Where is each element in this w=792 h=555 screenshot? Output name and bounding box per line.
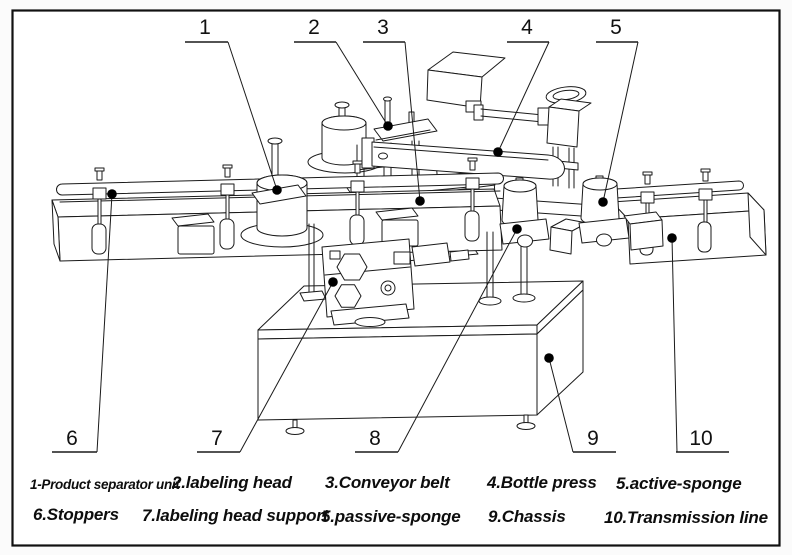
callout-dot-6 bbox=[107, 189, 117, 199]
callout-dot-9 bbox=[544, 353, 554, 363]
callout-number-7: 7 bbox=[211, 427, 223, 450]
callout-dot-3 bbox=[415, 196, 425, 206]
callout-number-2: 2 bbox=[308, 16, 320, 39]
callout-number-1: 1 bbox=[199, 16, 211, 39]
legend-item-chassis: 9.Chassis bbox=[488, 507, 566, 526]
labeling-head-support bbox=[299, 223, 470, 327]
callout-dot-7 bbox=[328, 277, 338, 287]
callout-dot-4 bbox=[493, 147, 503, 157]
callout-dot-5 bbox=[598, 197, 608, 207]
callout-number-3: 3 bbox=[377, 16, 389, 39]
legend-item-conveyor-belt: 3.Conveyor belt bbox=[325, 473, 450, 492]
callout-dot-1 bbox=[272, 185, 282, 195]
leader-lines bbox=[96, 41, 678, 453]
callout-underlines bbox=[52, 41, 729, 453]
labeling-head-roll-lower bbox=[240, 137, 324, 248]
sensor-box bbox=[426, 51, 551, 126]
legend-item-stoppers: 6.Stoppers bbox=[33, 505, 119, 524]
callout-number-9: 9 bbox=[587, 427, 599, 450]
chassis-table bbox=[257, 280, 584, 435]
legend-item-labeling-head: 2.labeling head bbox=[172, 473, 292, 492]
legend-item-bottle-press: 4.Bottle press bbox=[487, 473, 597, 492]
callout-dot-10 bbox=[667, 233, 677, 243]
callout-number-5: 5 bbox=[610, 16, 622, 39]
legend-item-transmission-line: 10.Transmission line bbox=[604, 508, 768, 527]
legend-item-product-separator: 1-Product separator unit bbox=[30, 477, 180, 492]
callout-number-4: 4 bbox=[521, 16, 533, 39]
legend-item-passive-sponge: 5.passive-sponge bbox=[321, 507, 461, 526]
right-conveyor bbox=[611, 168, 767, 265]
callout-dots bbox=[107, 121, 677, 363]
callout-number-10: 10 bbox=[689, 427, 713, 450]
callout-dot-2 bbox=[383, 121, 393, 131]
callout-number-6: 6 bbox=[66, 427, 78, 450]
callout-number-8: 8 bbox=[369, 427, 381, 450]
legend-item-head-support: 7.labeling head support bbox=[142, 506, 329, 525]
legend-item-active-sponge: 5.active-sponge bbox=[616, 474, 742, 493]
callout-dot-8 bbox=[512, 224, 522, 234]
